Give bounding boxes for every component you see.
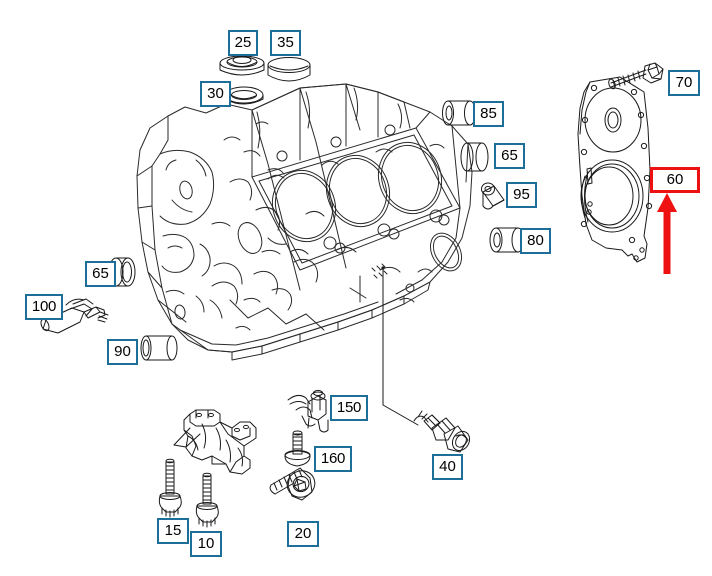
- part-100-oil-pressure-switch: [40, 298, 109, 334]
- part-25-flanged-plug: [219, 55, 265, 76]
- callout-150[interactable]: 150: [330, 395, 368, 421]
- part-70-hex-flange-bolt: [608, 62, 664, 90]
- callout-65-left[interactable]: 65: [85, 261, 116, 287]
- callout-160[interactable]: 160: [314, 446, 352, 472]
- part-95-dowel-pin: [481, 182, 505, 210]
- callout-40[interactable]: 40: [432, 454, 463, 480]
- part-35-cup-plug: [267, 57, 311, 82]
- part-160-pan-head-screw: [284, 430, 311, 467]
- callout-100[interactable]: 100: [25, 294, 63, 320]
- leader-line-bracket-bolts: [173, 427, 201, 448]
- part-15-long-bolt: [158, 458, 182, 518]
- highlight-arrow: [657, 193, 677, 274]
- callout-85[interactable]: 85: [473, 101, 504, 127]
- callout-70[interactable]: 70: [668, 70, 700, 96]
- part-90-dowel-bushing: [140, 335, 178, 361]
- leader-line-part-40: [382, 267, 419, 426]
- part-60-timing-case-cover: [577, 76, 653, 263]
- callout-30[interactable]: 30: [200, 81, 231, 107]
- callout-60-highlighted[interactable]: 60: [650, 167, 700, 193]
- part-20-torx-flange-screw: [269, 467, 316, 501]
- part-150-oil-spray-nozzle: [287, 389, 329, 433]
- callout-10[interactable]: 10: [190, 531, 222, 557]
- callout-65-right[interactable]: 65: [494, 143, 525, 169]
- callout-35[interactable]: 35: [270, 30, 301, 56]
- part-65-right-disc-plug: [460, 142, 489, 172]
- engine-cylinder-block: [136, 83, 473, 361]
- callout-95[interactable]: 95: [506, 182, 537, 208]
- callout-90[interactable]: 90: [107, 339, 138, 365]
- callout-20[interactable]: 20: [287, 521, 319, 547]
- callout-80[interactable]: 80: [520, 228, 551, 254]
- part-80-dowel-sleeve: [489, 227, 525, 253]
- part-10-bolt: [195, 472, 219, 528]
- callout-15[interactable]: 15: [157, 518, 189, 544]
- callout-25[interactable]: 25: [228, 30, 258, 56]
- main-bearing-bracket: [183, 409, 257, 475]
- part-40-knock-sensor: [413, 410, 471, 453]
- part-85-dowel-sleeve: [442, 100, 476, 126]
